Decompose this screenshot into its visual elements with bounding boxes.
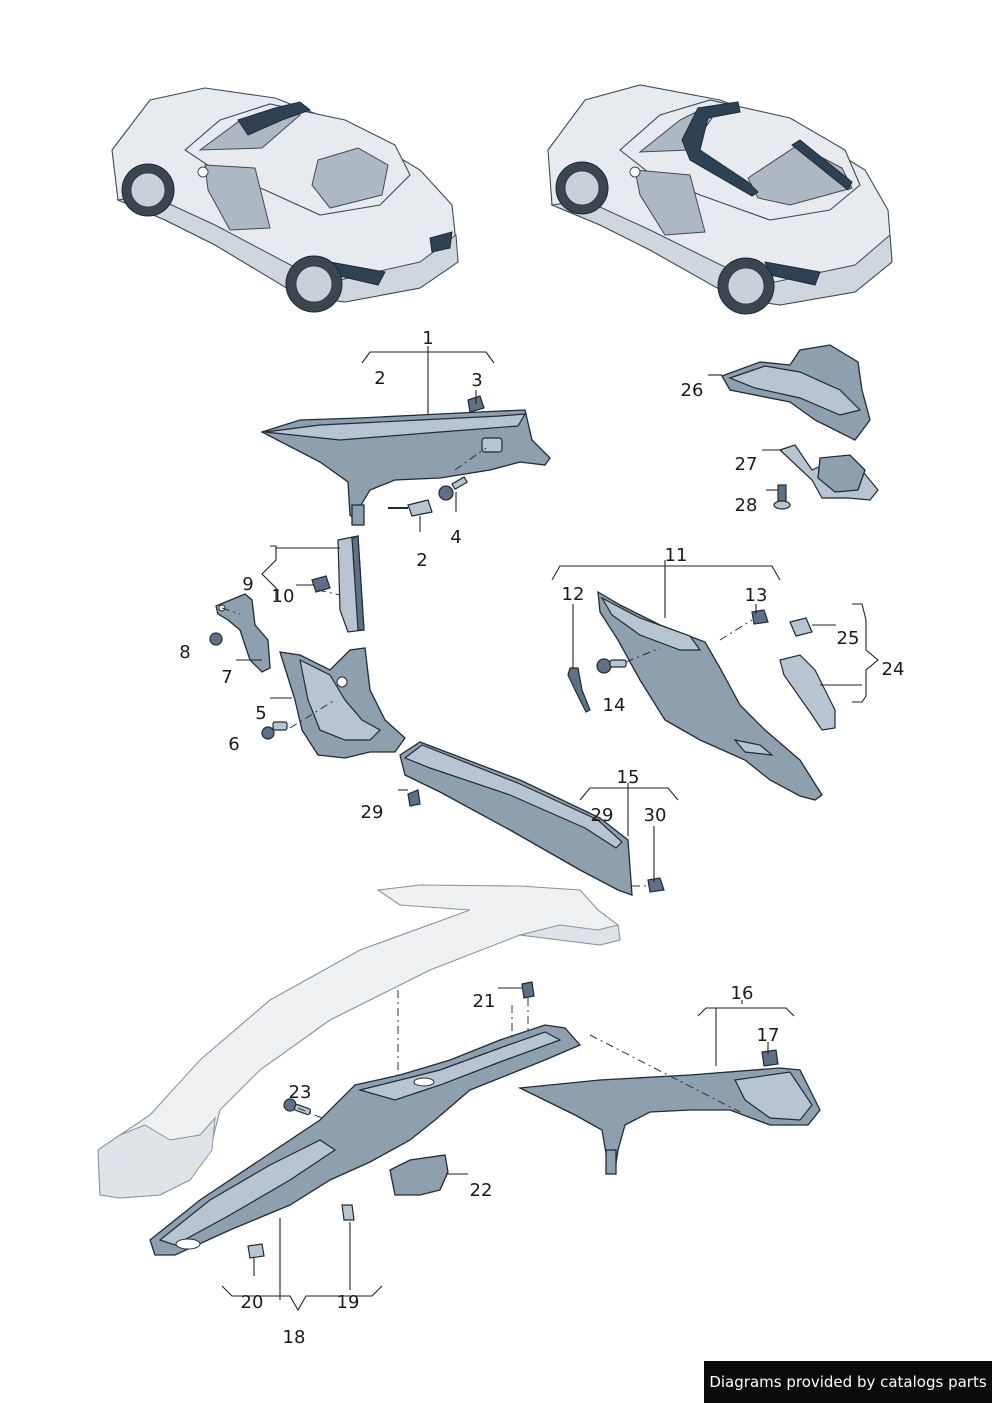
callout-3: 3 — [471, 370, 482, 391]
callout-27: 27 — [735, 454, 758, 475]
bracket-part-24 — [779, 654, 836, 731]
callout-30: 30 — [644, 805, 667, 826]
clip-part-19 — [341, 1204, 355, 1221]
a-pillar-upper-trim — [260, 409, 551, 526]
screw-part-6 — [261, 721, 288, 740]
c-pillar-trim-part-11 — [597, 590, 823, 801]
attribution-footer: Diagrams provided by catalogs parts — [704, 1361, 992, 1403]
clip-part-20 — [247, 1243, 265, 1259]
clip-part-29-left — [407, 789, 421, 807]
callout-7: 7 — [221, 667, 232, 688]
callout-23: 23 — [289, 1082, 312, 1103]
callout-26: 26 — [681, 380, 704, 401]
callout-16: 16 — [731, 983, 754, 1004]
callout-5: 5 — [255, 703, 266, 724]
clip-part-8 — [209, 632, 223, 646]
callout-29-left: 29 — [361, 802, 384, 823]
callout-10: 10 — [272, 586, 295, 607]
screw-part-4 — [438, 476, 468, 501]
clip-part-13 — [751, 609, 769, 625]
callout-15: 15 — [617, 767, 640, 788]
callout-4: 4 — [450, 527, 461, 548]
leader-lines — [221, 346, 879, 1312]
bracket-part-7 — [215, 593, 271, 673]
callout-8: 8 — [179, 642, 190, 663]
callout-14: 14 — [603, 695, 626, 716]
clip-part-30 — [647, 877, 665, 893]
callout-13: 13 — [745, 585, 768, 606]
clip-part-10 — [311, 575, 331, 593]
screw-part-23 — [283, 1098, 312, 1116]
clip-part-21 — [521, 981, 535, 999]
rear-shelf-part-18 — [149, 1024, 582, 1256]
sill-trim-part-15 — [399, 741, 633, 896]
coupe-car-illustration — [547, 84, 893, 315]
roadster-car-illustration — [111, 87, 459, 313]
bracket-part-26 — [721, 344, 871, 441]
callout-28: 28 — [735, 495, 758, 516]
callout-20: 20 — [241, 1292, 264, 1313]
callout-2-top: 2 — [374, 368, 385, 389]
tool-part-12 — [567, 667, 591, 713]
screw-part-14 — [596, 658, 627, 674]
callout-24: 24 — [882, 659, 905, 680]
callout-labels: 1 2 3 2 4 9 10 8 7 5 6 29 26 27 28 11 12… — [179, 328, 904, 1348]
kick-panel-part-5 — [279, 647, 406, 759]
callout-25: 25 — [837, 628, 860, 649]
callout-9: 9 — [242, 574, 253, 595]
b-pillar-strip — [337, 535, 365, 633]
dash-dot-lines — [221, 447, 753, 1119]
clip-part-17 — [761, 1049, 779, 1067]
callout-17: 17 — [757, 1025, 780, 1046]
callout-21: 21 — [473, 991, 496, 1012]
rear-trim-part-16 — [517, 1067, 821, 1175]
callout-2-bottom: 2 — [416, 550, 427, 571]
callout-1: 1 — [422, 328, 433, 349]
rear-body-ghost — [97, 884, 621, 1199]
screw-part-28 — [773, 484, 791, 510]
cover-part-22 — [389, 1154, 449, 1196]
callout-22: 22 — [470, 1180, 493, 1201]
callout-29-right: 29 — [591, 805, 614, 826]
callout-12: 12 — [562, 584, 585, 605]
callout-6: 6 — [228, 734, 239, 755]
bracket-part-27 — [778, 444, 879, 501]
clip-part-2 — [388, 499, 433, 517]
callout-19: 19 — [337, 1292, 360, 1313]
callout-11: 11 — [665, 545, 688, 566]
callout-18: 18 — [283, 1327, 306, 1348]
clip-part-25 — [789, 617, 813, 637]
